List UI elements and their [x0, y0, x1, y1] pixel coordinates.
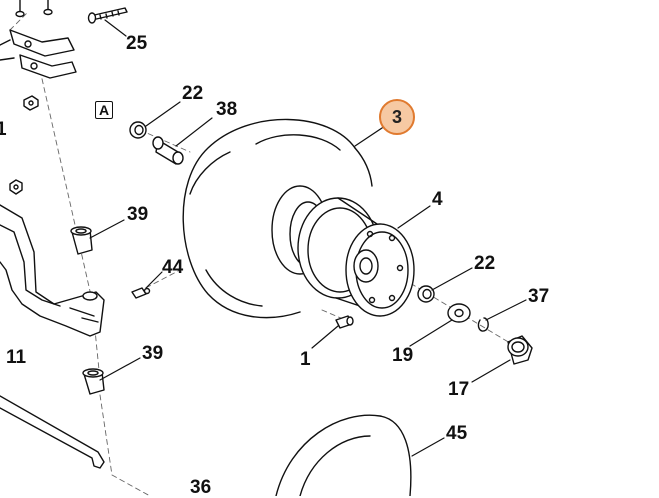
axle-arm: [0, 204, 105, 337]
cap-part-17: [507, 335, 533, 365]
washer-part-22-top: [129, 121, 147, 139]
screw-top-left: [15, 0, 53, 18]
part-label-38[interactable]: 38: [216, 99, 238, 120]
bolt-part-25: [87, 7, 128, 24]
detail-marker-a: A: [95, 101, 113, 119]
part-label-37[interactable]: 37: [528, 286, 550, 307]
nut-left-2: [9, 179, 23, 195]
part-label-22-top[interactable]: 22: [182, 83, 204, 104]
part-label-44[interactable]: 44: [162, 257, 184, 278]
rim-part-4: [297, 197, 415, 317]
fitting-part-44: [131, 287, 151, 299]
nut-left: [23, 95, 39, 111]
bracket-assembly: [0, 29, 77, 79]
part-label-edge-1[interactable]: 1: [0, 119, 7, 140]
part-label-39-upper[interactable]: 39: [127, 204, 149, 225]
part-label-19[interactable]: 19: [392, 345, 414, 366]
part-label-4[interactable]: 4: [432, 189, 443, 210]
spacer-part-38: [152, 136, 184, 165]
tie-rod-part-11: [0, 395, 105, 469]
washer-part-19: [447, 303, 471, 323]
part-label-45[interactable]: 45: [446, 423, 468, 444]
part-label-22-right[interactable]: 22: [474, 253, 496, 274]
part-label-36[interactable]: 36: [190, 477, 212, 498]
tire-part-45: [275, 414, 412, 496]
bushing-part-39-lower: [82, 368, 105, 395]
part-label-17[interactable]: 17: [448, 379, 470, 400]
washer-part-22-right: [417, 285, 435, 303]
bushing-part-39-upper: [70, 226, 93, 255]
leader-lines: [89, 19, 527, 457]
part-label-1[interactable]: 1: [300, 349, 311, 370]
part-label-39-lower[interactable]: 39: [142, 343, 164, 364]
highlighted-part-3-callout[interactable]: 3: [379, 99, 415, 135]
part-label-25[interactable]: 25: [126, 33, 148, 54]
valve-part-1: [335, 315, 354, 329]
highlighted-part-3-label: 3: [391, 106, 402, 127]
part-label-11[interactable]: 11: [6, 347, 27, 368]
